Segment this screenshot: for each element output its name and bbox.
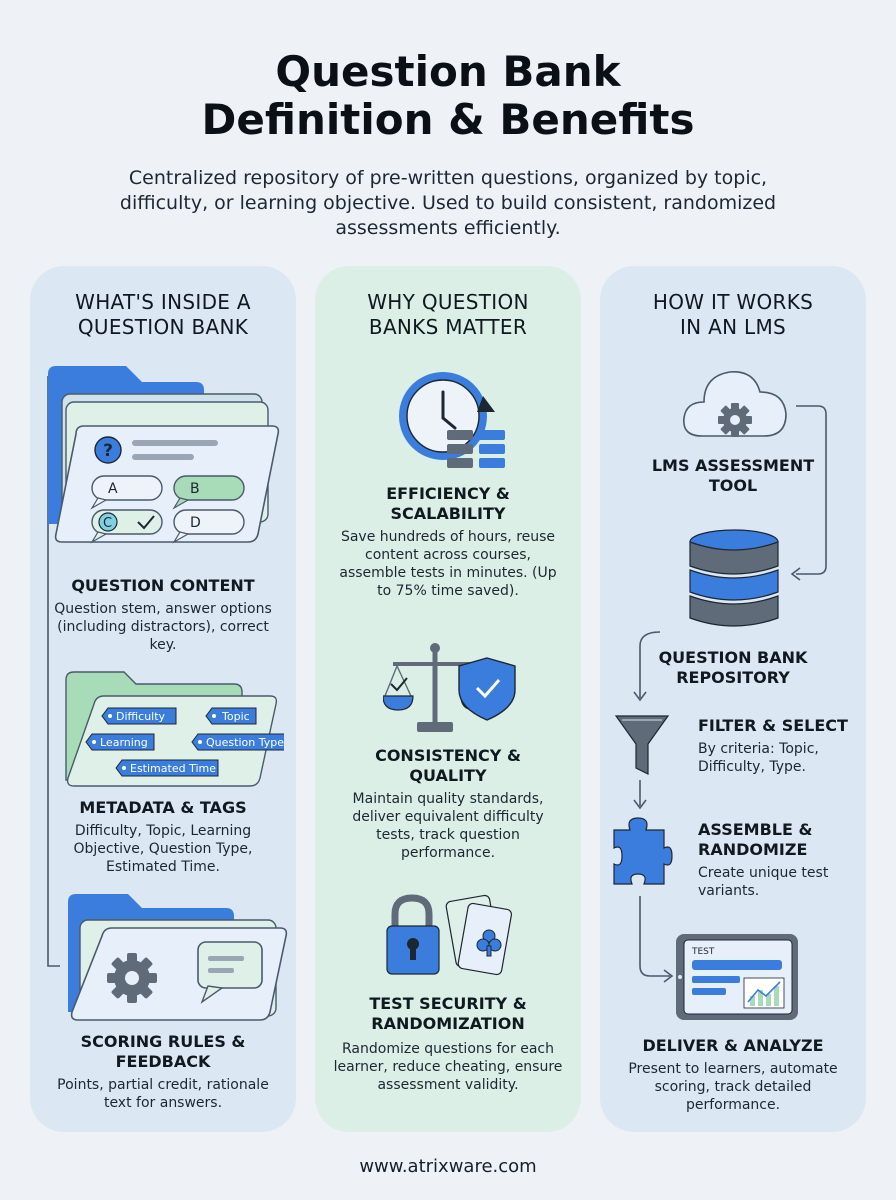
database-icon — [689, 529, 779, 627]
flow-arrows — [633, 405, 827, 983]
option-c: C — [103, 516, 112, 531]
question-content-text: Question stem, answer options (including… — [54, 601, 272, 653]
assemble-title: ASSEMBLE & RANDOMIZE — [698, 820, 860, 860]
footer-url[interactable]: www.atrixware.com — [359, 1156, 537, 1177]
deliver-analyze-text: Present to learners, automate scoring, t… — [628, 1061, 838, 1113]
test-security-title-line1: TEST SECURITY & — [369, 994, 527, 1013]
column-title-line1: HOW IT WORKS — [652, 290, 814, 314]
consistency-title: CONSISTENCY & QUALITY — [325, 746, 571, 786]
tag-estimated-time: Estimated Time — [130, 762, 216, 775]
tag-learning: Learning — [100, 736, 148, 749]
lms-tool-title-line1: LMS ASSESSMENT — [651, 456, 815, 475]
scale-shield-icon — [383, 643, 516, 732]
efficiency-text: Save hundreds of hours, reuse content ac… — [339, 529, 557, 599]
test-security-text: Randomize questions for each learner, re… — [333, 1041, 563, 1093]
filter-select-title: FILTER & SELECT — [698, 716, 848, 735]
tablet-screen-label: TEST — [691, 947, 715, 957]
tag-topic: Topic — [221, 710, 250, 723]
clock-stack-icon — [399, 372, 505, 468]
option-a: A — [108, 481, 118, 497]
assemble-title-line2: RANDOMIZE — [698, 840, 808, 859]
repository-title: QUESTION BANK REPOSITORY — [620, 648, 846, 688]
consistency-text: Maintain quality standards, deliver equi… — [352, 791, 544, 861]
assemble-title-line1: ASSEMBLE & — [698, 820, 813, 839]
filter-select-text: By criteria: Topic, Difficulty, Type. — [698, 741, 819, 775]
test-security-title: TEST SECURITY & RANDOMIZATION — [325, 994, 571, 1034]
efficiency-title-line2: SCALABILITY — [390, 504, 506, 523]
connector-line — [47, 376, 60, 967]
question-card-icon: ? A B C D — [48, 366, 280, 544]
consistency-title-line1: CONSISTENCY & — [375, 746, 521, 765]
scoring-rules-text: Points, partial credit, rationale text f… — [57, 1077, 269, 1111]
page-title-line2: Definition & Benefits — [201, 95, 695, 144]
assemble-text: Create unique test variants. — [698, 865, 829, 899]
deliver-analyze-title: DELIVER & ANALYZE — [642, 1036, 824, 1055]
column-title-line1: WHY QUESTION — [367, 290, 529, 314]
page-title-line1: Question Bank — [275, 47, 621, 96]
gear-feedback-folder-icon — [68, 894, 288, 1021]
tag-difficulty: Difficulty — [116, 710, 166, 723]
scoring-rules-title-line1: SCORING RULES & — [80, 1032, 246, 1051]
tablet-test-icon: TEST — [676, 934, 798, 1020]
column-how-it-works: HOW IT WORKS IN AN LMS LMS ASSESSMENT — [600, 266, 866, 1132]
page-title: Question Bank Definition & Benefits — [0, 48, 896, 144]
page-subtitle: Centralized repository of pre-written qu… — [119, 167, 777, 239]
column-title: HOW IT WORKS IN AN LMS — [600, 290, 866, 340]
test-security-title-line2: RANDOMIZATION — [371, 1014, 525, 1033]
lms-tool-title: LMS ASSESSMENT TOOL — [620, 456, 846, 496]
tags-folder-icon: Difficulty Topic Learning Question Type … — [65, 671, 284, 787]
cloud-gear-icon — [683, 371, 787, 437]
metadata-tags-title: METADATA & TAGS — [79, 798, 247, 817]
column-whats-inside: WHAT'S INSIDE A QUESTION BANK ? A B C D … — [30, 266, 296, 1132]
repository-title-line2: REPOSITORY — [676, 668, 790, 687]
column-title-line2: BANKS MATTER — [368, 315, 528, 339]
efficiency-title-line1: EFFICIENCY & — [386, 484, 510, 503]
tag-question-type: Question Type — [206, 736, 284, 749]
lock-cards-icon — [386, 894, 513, 976]
column-why-matter: WHY QUESTION BANKS MATTER EFFICIENCY & S… — [315, 266, 581, 1132]
consistency-title-line2: QUALITY — [409, 766, 487, 785]
puzzle-icon — [613, 817, 673, 885]
column-title-line1: WHAT'S INSIDE A — [75, 290, 251, 314]
repository-title-line1: QUESTION BANK — [658, 648, 808, 667]
option-d: D — [190, 515, 201, 531]
column-title: WHY QUESTION BANKS MATTER — [315, 290, 581, 340]
lms-tool-title-line2: TOOL — [708, 476, 758, 495]
svg-text:?: ? — [103, 441, 113, 461]
option-b: B — [190, 481, 200, 497]
column-title-line2: IN AN LMS — [679, 315, 786, 339]
funnel-icon — [614, 715, 670, 775]
column-title-line2: QUESTION BANK — [77, 315, 249, 339]
column-title: WHAT'S INSIDE A QUESTION BANK — [30, 290, 296, 340]
question-content-title: QUESTION CONTENT — [71, 576, 255, 595]
metadata-tags-text: Difficulty, Topic, Learning Objective, Q… — [73, 823, 253, 875]
scoring-rules-title: SCORING RULES & FEEDBACK — [40, 1032, 286, 1072]
scoring-rules-title-line2: FEEDBACK — [115, 1052, 211, 1071]
efficiency-title: EFFICIENCY & SCALABILITY — [325, 484, 571, 524]
